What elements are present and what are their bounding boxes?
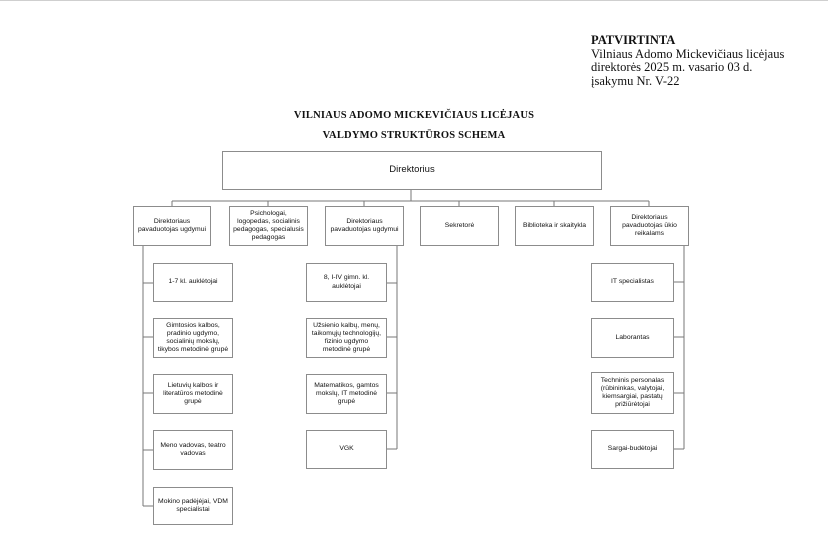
branch3-item-box: Matematikos, gamtos mokslų, IT metodinė … xyxy=(306,374,387,414)
deputy-education-2-box: Direktoriaus pavaduotojas ugdymui xyxy=(325,206,404,246)
branch1-item-label: Lietuvių kalbos ir literatūros metodinė … xyxy=(163,381,223,406)
branch1-item-label: Gimtosios kalbos, pradinio ugdymo, socia… xyxy=(157,321,229,354)
approval-heading: PATVIRTINTA xyxy=(591,33,676,47)
page-top-edge xyxy=(0,0,828,1)
branch1-item-box: Lietuvių kalbos ir literatūros metodinė … xyxy=(153,374,233,414)
director-label: Direktorius xyxy=(389,164,435,176)
branch3-item-label: Užsienio kalbų, menų, taikomųjų technolo… xyxy=(311,321,382,354)
branch3-item-box: 8, I-IV gimn. kl. auklėtojai xyxy=(306,263,387,302)
deputy-facilities-box: Direktoriaus pavaduotojas ūkio reikalams xyxy=(610,206,689,246)
branch3-item-label: 8, I-IV gimn. kl. auklėtojai xyxy=(323,274,370,290)
deputy-education-box: Direktoriaus pavaduotojas ugdymui xyxy=(133,206,211,246)
library-label: Biblioteka ir skaitykla xyxy=(522,221,587,229)
branch1-item-box: Mokino padėjėjai, VDM specialistai xyxy=(153,487,233,525)
branch1-item-box: 1-7 kl. auklėtojai xyxy=(153,263,233,302)
branch3-item-box: VGK xyxy=(306,430,387,469)
branch1-item-box: Meno vadovas, teatro vadovas xyxy=(153,430,233,470)
branch6-item-label: Sargai-budėtojai xyxy=(607,445,658,453)
branch6-item-label: Laborantas xyxy=(615,333,650,341)
branch6-item-label: Techninis personalas (rūbininkas, valyto… xyxy=(600,376,665,409)
support-specialists-box: Psichologai, logopedas, socialinis pedag… xyxy=(229,206,308,246)
document-title: VILNIAUS ADOMO MICKEVIČIAUS LICĖJAUS xyxy=(293,110,535,121)
branch6-item-box: Techninis personalas (rūbininkas, valyto… xyxy=(591,372,674,414)
support-specialists-label: Psichologai, logopedas, socialinis pedag… xyxy=(233,209,304,242)
approval-line: įsakymu Nr. V-22 xyxy=(591,73,680,88)
deputy-facilities-label: Direktoriaus pavaduotojas ūkio reikalams xyxy=(622,213,677,238)
approval-line: Vilniaus Adomo Mickevičiaus licėjaus xyxy=(591,46,785,61)
branch1-item-label: Meno vadovas, teatro vadovas xyxy=(160,441,226,457)
deputy-education-label: Direktoriaus pavaduotojas ugdymui xyxy=(137,217,206,233)
branch3-item-label: VGK xyxy=(339,445,354,453)
document-subtitle: VALDYMO STRUKTŪROS SCHEMA xyxy=(322,130,506,141)
approval-line: direktorės 2025 m. vasario 03 d. xyxy=(591,60,753,75)
branch1-item-box: Gimtosios kalbos, pradinio ugdymo, socia… xyxy=(153,318,233,358)
director-box: Direktorius xyxy=(222,151,602,190)
library-box: Biblioteka ir skaitykla xyxy=(515,206,594,246)
branch6-item-label: IT specialistas xyxy=(611,278,654,286)
secretary-label: Sekretorė xyxy=(444,221,475,229)
approval-block: PATVIRTINTA Vilniaus Adomo Mickevičiaus … xyxy=(591,33,821,88)
branch1-item-label: Mokino padėjėjai, VDM specialistai xyxy=(158,497,228,513)
branch6-item-box: Laborantas xyxy=(591,318,674,358)
branch6-item-box: IT specialistas xyxy=(591,263,674,302)
branch3-item-label: Matematikos, gamtos mokslų, IT metodinė … xyxy=(314,381,379,406)
branch1-item-label: 1-7 kl. auklėtojai xyxy=(168,278,218,286)
branch3-item-box: Užsienio kalbų, menų, taikomųjų technolo… xyxy=(306,318,387,358)
branch6-item-box: Sargai-budėtojai xyxy=(591,430,674,469)
secretary-box: Sekretorė xyxy=(420,206,499,246)
deputy-education-2-label: Direktoriaus pavaduotojas ugdymui xyxy=(330,217,399,233)
